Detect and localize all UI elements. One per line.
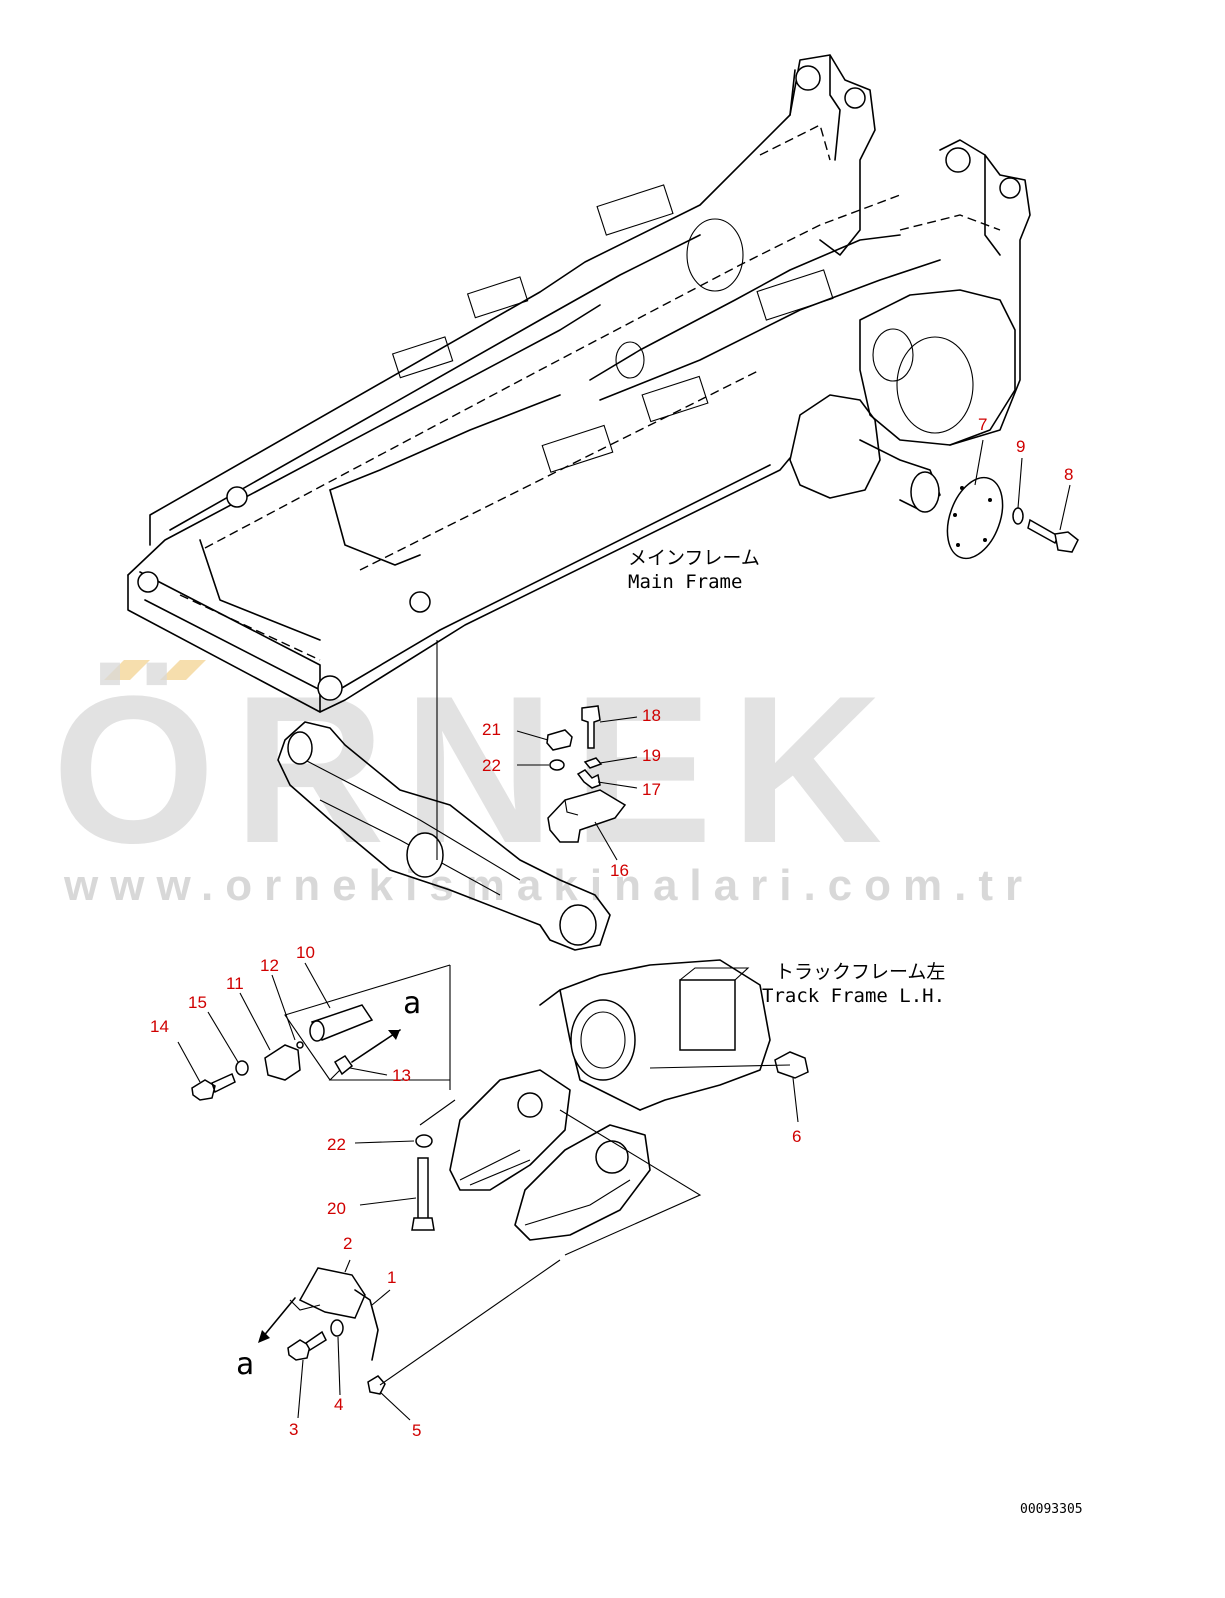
washer-part-9 [1012,507,1024,525]
callout-15: 15 [188,993,207,1012]
cover-plate-part-7 [946,476,1004,560]
callout-17: 17 [642,780,661,799]
bolt-part-20 [411,1157,435,1231]
track-frame-label-jp: トラックフレーム左 [775,961,945,983]
bolt-part-14 [191,1072,236,1101]
pin-part-12 [296,1041,304,1049]
washer-part-22-lower [415,1134,433,1148]
bolt-part-8 [1027,518,1079,553]
washer-part-19 [583,757,603,769]
callout-13: 13 [392,1066,411,1085]
callout-20: 20 [327,1199,346,1218]
pivot-shaft-end [910,471,940,513]
callout-6: 6 [792,1127,801,1146]
spring-part-17 [576,769,601,789]
callouts: 7 9 8 21 22 18 19 17 16 10 12 11 15 14 1… [150,415,1073,1440]
hose-part-1 [354,1289,379,1361]
main-frame-label-en: Main Frame [628,571,742,593]
callout-18: 18 [642,706,661,725]
callout-22-upper: 22 [482,756,501,775]
bracket-part-16 [547,789,627,843]
callout-9: 9 [1016,437,1025,456]
track-frame-drawing [419,959,771,1256]
main-frame-label-jp: メインフレーム [628,547,760,569]
callout-8: 8 [1064,465,1073,484]
callout-19: 19 [642,746,661,765]
bolt-part-3 [287,1330,327,1361]
pin-hardware-group [191,964,451,1101]
leader-lines [177,439,1071,1421]
watermark-url: www.ornekismakinalari.com.tr [63,861,1034,910]
nut-part-21 [546,729,573,751]
watermark-accent-left [104,660,150,680]
sensor-part-6 [649,1051,809,1079]
arrow-letter-a-bottom: a [236,1347,254,1382]
washer-part-15 [235,1060,249,1076]
callout-7: 7 [978,415,987,434]
callout-1: 1 [387,1268,396,1287]
watermark-accent-right [160,660,206,680]
grease-fitting-part-13 [333,1054,354,1076]
arrow-letter-a-top: a [403,986,421,1021]
bolt-part-18 [581,705,601,749]
mounting-hardware-group [546,705,627,843]
plate-part-11 [264,1044,301,1081]
callout-22-lower: 22 [327,1135,346,1154]
callout-12: 12 [260,956,279,975]
washer-part-4 [330,1319,344,1337]
cover-part-2 [289,1267,366,1319]
callout-10: 10 [296,943,315,962]
drawing-number: 00093305 [1020,1502,1083,1517]
callout-3: 3 [289,1420,298,1439]
callout-11: 11 [226,974,244,993]
elbow-part-5 [367,1375,386,1395]
callout-21: 21 [482,720,501,739]
callout-4: 4 [334,1395,343,1414]
watermark-brand: ÖRNEK [52,652,900,887]
callout-14: 14 [150,1017,169,1036]
washer-part-22-upper [549,759,565,771]
callout-5: 5 [412,1421,421,1440]
callout-2: 2 [343,1234,352,1253]
callout-16: 16 [610,861,629,880]
track-frame-label-en: Track Frame L.H. [762,985,945,1007]
main-frame-drawing [127,54,1031,713]
equalizer-bar-drawing [277,640,611,951]
